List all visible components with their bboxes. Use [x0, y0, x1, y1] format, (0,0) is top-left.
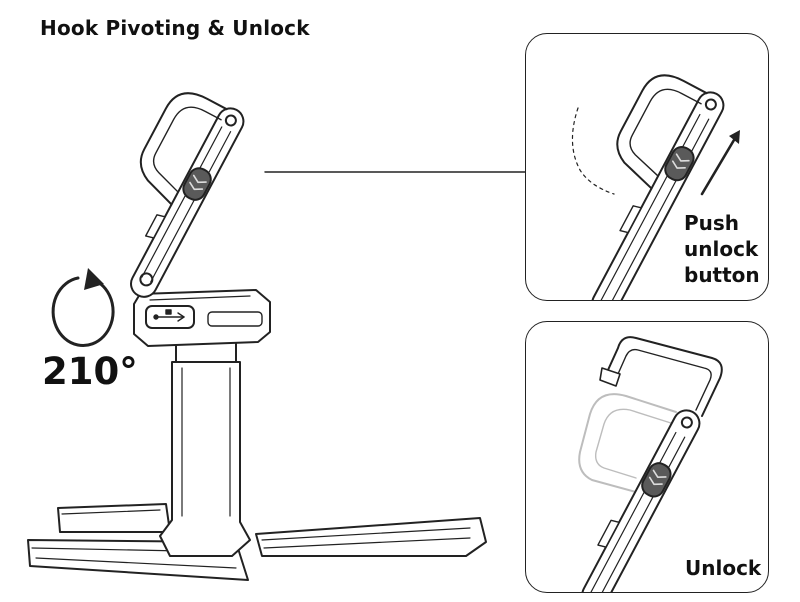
unlock-detail-illustration [578, 336, 723, 592]
base-legs [27, 503, 487, 581]
page-title: Hook Pivoting & Unlock [40, 16, 310, 40]
unlock-button-icon [641, 462, 672, 498]
stand-column [159, 341, 251, 557]
detail-panel-unlock: Unlock [525, 321, 769, 593]
push-arrow-icon [700, 130, 740, 196]
rotation-arrow-icon [51, 268, 115, 347]
push-detail-illustration [571, 74, 740, 300]
push-instruction: Push unlock button [684, 210, 760, 288]
unlock-button-icon [664, 145, 695, 182]
rotation-angle-label: 210° [42, 350, 138, 393]
push-instruction-line: unlock [684, 237, 759, 261]
unlock-label: Unlock [685, 556, 762, 580]
detail-panel-push: Push unlock button [525, 33, 769, 301]
usb-icon [153, 309, 185, 322]
unlock-button-icon [182, 167, 212, 201]
stand-head [133, 289, 271, 347]
push-instruction-line: Push [684, 211, 740, 235]
hook-arm [130, 92, 245, 298]
push-instruction-line: button [684, 263, 760, 287]
